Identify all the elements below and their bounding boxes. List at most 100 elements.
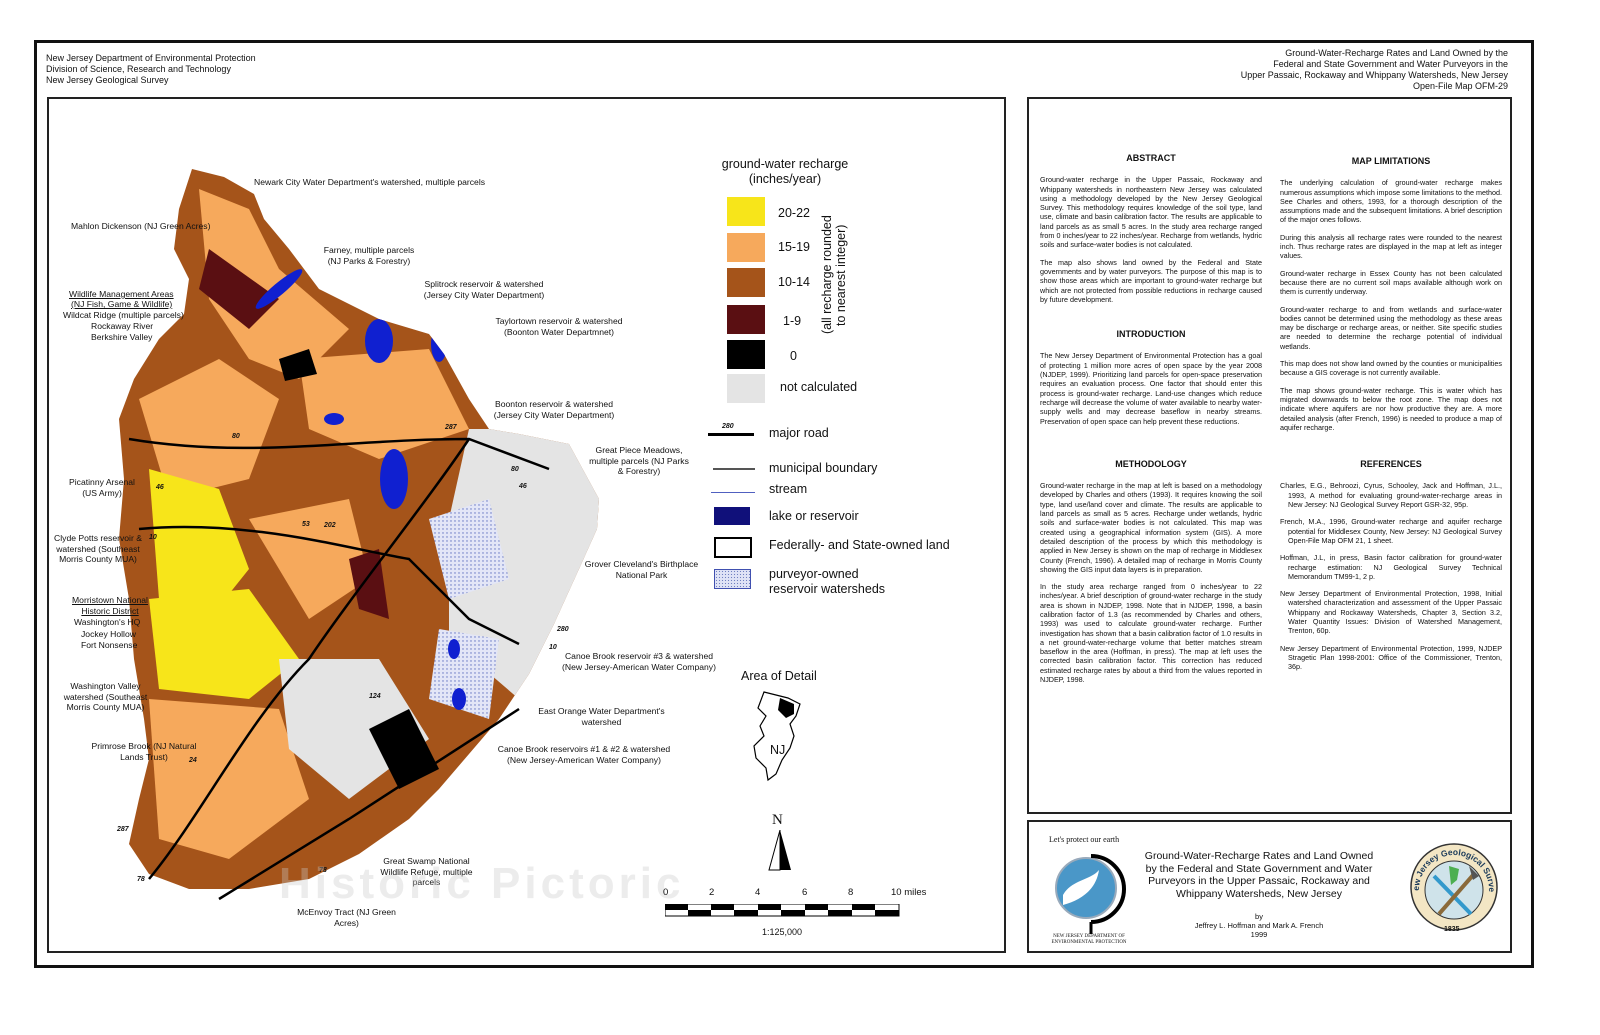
by-label: by <box>1255 912 1263 921</box>
paragraph: During this analysis all recharge rates … <box>1280 232 1502 261</box>
legend-rounding-note: (all recharge rounded to nearest integer… <box>820 215 848 335</box>
header-map-title: Ground-Water-Recharge Rates and Land Own… <box>1241 48 1508 92</box>
title-line: Ground-Water-Recharge Rates and Land Own… <box>1285 48 1508 58</box>
road-number: 124 <box>369 693 381 700</box>
agency-line: Division of Science, Research and Techno… <box>46 64 231 74</box>
lake-symbol <box>714 507 750 525</box>
njgs-seal-year: 1835 <box>1444 926 1460 933</box>
header-agency: New Jersey Department of Environmental P… <box>46 53 256 86</box>
legend-label: 0 <box>790 349 797 363</box>
legend-municipal-boundary: municipal boundary <box>769 461 878 475</box>
label-taylortown: Taylortown reservoir & watershed (Boonto… <box>495 316 623 337</box>
road-number: 202 <box>324 522 336 529</box>
label-mahlon-dickenson: Mahlon Dickenson (NJ Green Acres) <box>71 221 211 231</box>
nj-locator-map <box>753 691 801 782</box>
legend-purveyor-watersheds: purveyor-owned reservoir watersheds <box>769 567 886 596</box>
north-arrow-icon <box>768 830 791 871</box>
reference: Hoffman, J.L, in press, Basin factor cal… <box>1280 553 1502 581</box>
abstract-heading: ABSTRACT <box>1126 153 1176 163</box>
road-number: 287 <box>445 424 457 431</box>
major-road-symbol <box>708 433 754 436</box>
title-block: Let's protect our earth NEW JERSEY DEPAR… <box>1027 820 1512 953</box>
legend-label: 15-19 <box>778 240 810 254</box>
paragraph: Ground-water recharge to and from wetlan… <box>1280 304 1502 351</box>
legend-swatch-10-14 <box>727 268 765 297</box>
north-label: N <box>772 812 783 828</box>
road-number: 53 <box>302 521 310 528</box>
scale-ratio: 1:125,000 <box>762 927 803 937</box>
label-picatinny: Picatinny Arsenal (US Army) <box>69 477 135 498</box>
road-number: 24 <box>189 757 197 764</box>
agency-line: New Jersey Department of Environmental P… <box>46 53 256 63</box>
watermark: Historic Pictoric <box>279 859 685 908</box>
paragraph: The underlying calculation of ground-wat… <box>1280 178 1502 225</box>
nj-label: NJ <box>770 743 786 757</box>
road-number: 46 <box>156 484 164 491</box>
map-limitations-heading: MAP LIMITATIONS <box>1351 156 1431 166</box>
label-grover-cleveland: Grover Cleveland's Birthplace National P… <box>584 559 699 580</box>
label-newark-watershed: Newark City Water Department's watershed… <box>254 177 486 187</box>
label-jockey-hollow: Jockey Hollow <box>81 629 136 639</box>
label-clyde-potts: Clyde Potts reservoir & watershed (South… <box>54 533 142 564</box>
legend-federal-state-land: Federally- and State-owned land <box>769 538 950 552</box>
legend-lake: lake or reservoir <box>769 509 859 523</box>
major-roads <box>128 437 550 901</box>
scale-tick: 2 <box>709 887 715 898</box>
paragraph: The New Jersey Department of Environment… <box>1040 351 1262 426</box>
scale-tick: 0 <box>663 887 669 898</box>
legend-stream: stream <box>769 482 808 496</box>
legend-label: not calculated <box>780 380 858 394</box>
references-heading: REFERENCES <box>1360 459 1422 470</box>
purveyor-watershed-symbol <box>714 569 751 589</box>
scale-labels: 0 2 4 6 8 10 miles <box>663 887 953 899</box>
map-sheet-frame <box>34 40 1534 968</box>
map-panel: Newark City Water Department's watershed… <box>47 97 1006 953</box>
road-number: 10 <box>549 644 557 651</box>
label-great-swamp: Great Swamp National Wildlife Refuge, mu… <box>380 856 473 887</box>
njdep-logo <box>1055 854 1126 934</box>
paragraph: This map does not show land owned by the… <box>1280 359 1502 378</box>
njgs-seal: New Jersey Geological Survey <box>1409 832 1498 931</box>
scale-tick: 6 <box>802 887 808 898</box>
stream-symbol <box>711 492 755 493</box>
label-morristown-nhd: Morristown National Historic District <box>72 595 148 616</box>
agency-line: New Jersey Geological Survey <box>46 75 169 85</box>
road-number: 46 <box>519 483 527 490</box>
legend-swatch-0 <box>727 340 765 369</box>
dep-logo-text: NEW JERSEY DEPARTMENT OF ENVIRONMENTAL P… <box>1051 934 1127 945</box>
area-of-detail-title: Area of Detail <box>741 669 817 683</box>
scale-tick: 4 <box>755 887 761 898</box>
label-washington-valley: Washington Valley watershed (Southeast M… <box>63 681 148 712</box>
reference: New Jersey Department of Environmental P… <box>1280 643 1502 672</box>
reference: New Jersey Department of Environmental P… <box>1280 589 1502 636</box>
legend-label: 20-22 <box>778 206 810 220</box>
label-great-piece-meadows: Great Piece Meadows, multiple parcels (N… <box>589 445 689 476</box>
road-number: 287 <box>117 826 129 833</box>
introduction-heading: INTRODUCTION <box>1116 329 1186 340</box>
scale-bar <box>665 904 900 917</box>
scale-tick: 10 miles <box>891 887 927 898</box>
paragraph: The map shows ground-water recharge. Thi… <box>1280 385 1502 432</box>
label-wma-agency: (NJ Fish, Game & Wildlife) <box>71 299 173 309</box>
text-panel: ABSTRACT Ground-water recharge in the Up… <box>1027 97 1512 814</box>
legend-label: 1-9 <box>783 314 802 328</box>
label-mcenvoy-tract: McEnvoy Tract (NJ Green Acres) <box>297 907 396 928</box>
publication-year: 1999 <box>1250 930 1268 939</box>
scale-tick: 8 <box>848 887 854 898</box>
paragraph: Ground-water recharge in the map at left… <box>1040 481 1262 574</box>
label-fort-nonsense: Fort Nonsense <box>81 640 138 650</box>
legend-swatch-not-calculated <box>727 374 765 403</box>
label-farney: Farney, multiple parcels (NJ Parks & For… <box>323 245 415 266</box>
label-wma: Wildlife Management Areas <box>69 289 174 299</box>
road-number: 80 <box>232 433 240 440</box>
paragraph: Ground-water recharge in Essex County ha… <box>1280 268 1502 297</box>
reference: Charles, E.G., Behroozi, Cyrus, Schooley… <box>1280 481 1502 510</box>
paragraph: In the study area recharge ranged from 0… <box>1040 582 1262 685</box>
limitations-section: MAP LIMITATIONS The underlying calculati… <box>1280 156 1502 679</box>
paragraph: Ground-water recharge in the Upper Passa… <box>1040 175 1262 250</box>
legend-swatch-15-19 <box>727 233 765 262</box>
recharge-map <box>119 169 599 901</box>
paragraph: The map also shows land owned by the Fed… <box>1040 257 1262 304</box>
label-rockaway-river: Rockaway River <box>91 321 154 331</box>
legend-label: 10-14 <box>778 275 810 289</box>
